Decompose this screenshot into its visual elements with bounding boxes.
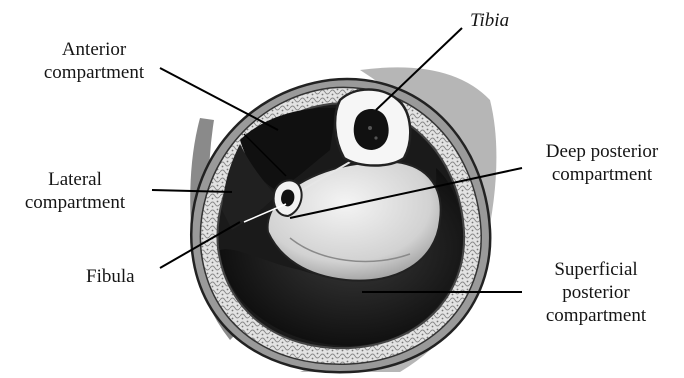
deep-posterior-label-line2: compartment xyxy=(522,163,682,186)
superficial-posterior-label-line2: posterior xyxy=(522,281,670,304)
anterior-compartment-label: Anterior compartment xyxy=(26,38,162,84)
tibia-label: Tibia xyxy=(470,9,509,32)
superficial-posterior-compartment-label: Superficial posterior compartment xyxy=(522,258,670,327)
superficial-posterior-label-line1: Superficial xyxy=(522,258,670,281)
lateral-label-line1: Lateral xyxy=(0,168,150,191)
anterior-leader xyxy=(160,68,278,130)
superficial-posterior-label-line3: compartment xyxy=(522,304,670,327)
lateral-compartment-label: Lateral compartment xyxy=(0,168,150,214)
fibula-label: Fibula xyxy=(86,265,135,288)
deep-posterior-label-line1: Deep posterior xyxy=(522,140,682,163)
lateral-label-line2: compartment xyxy=(0,191,150,214)
deep-posterior-compartment-label: Deep posterior compartment xyxy=(522,140,682,186)
anterior-label-line2: compartment xyxy=(26,61,162,84)
anterior-label-line1: Anterior xyxy=(26,38,162,61)
